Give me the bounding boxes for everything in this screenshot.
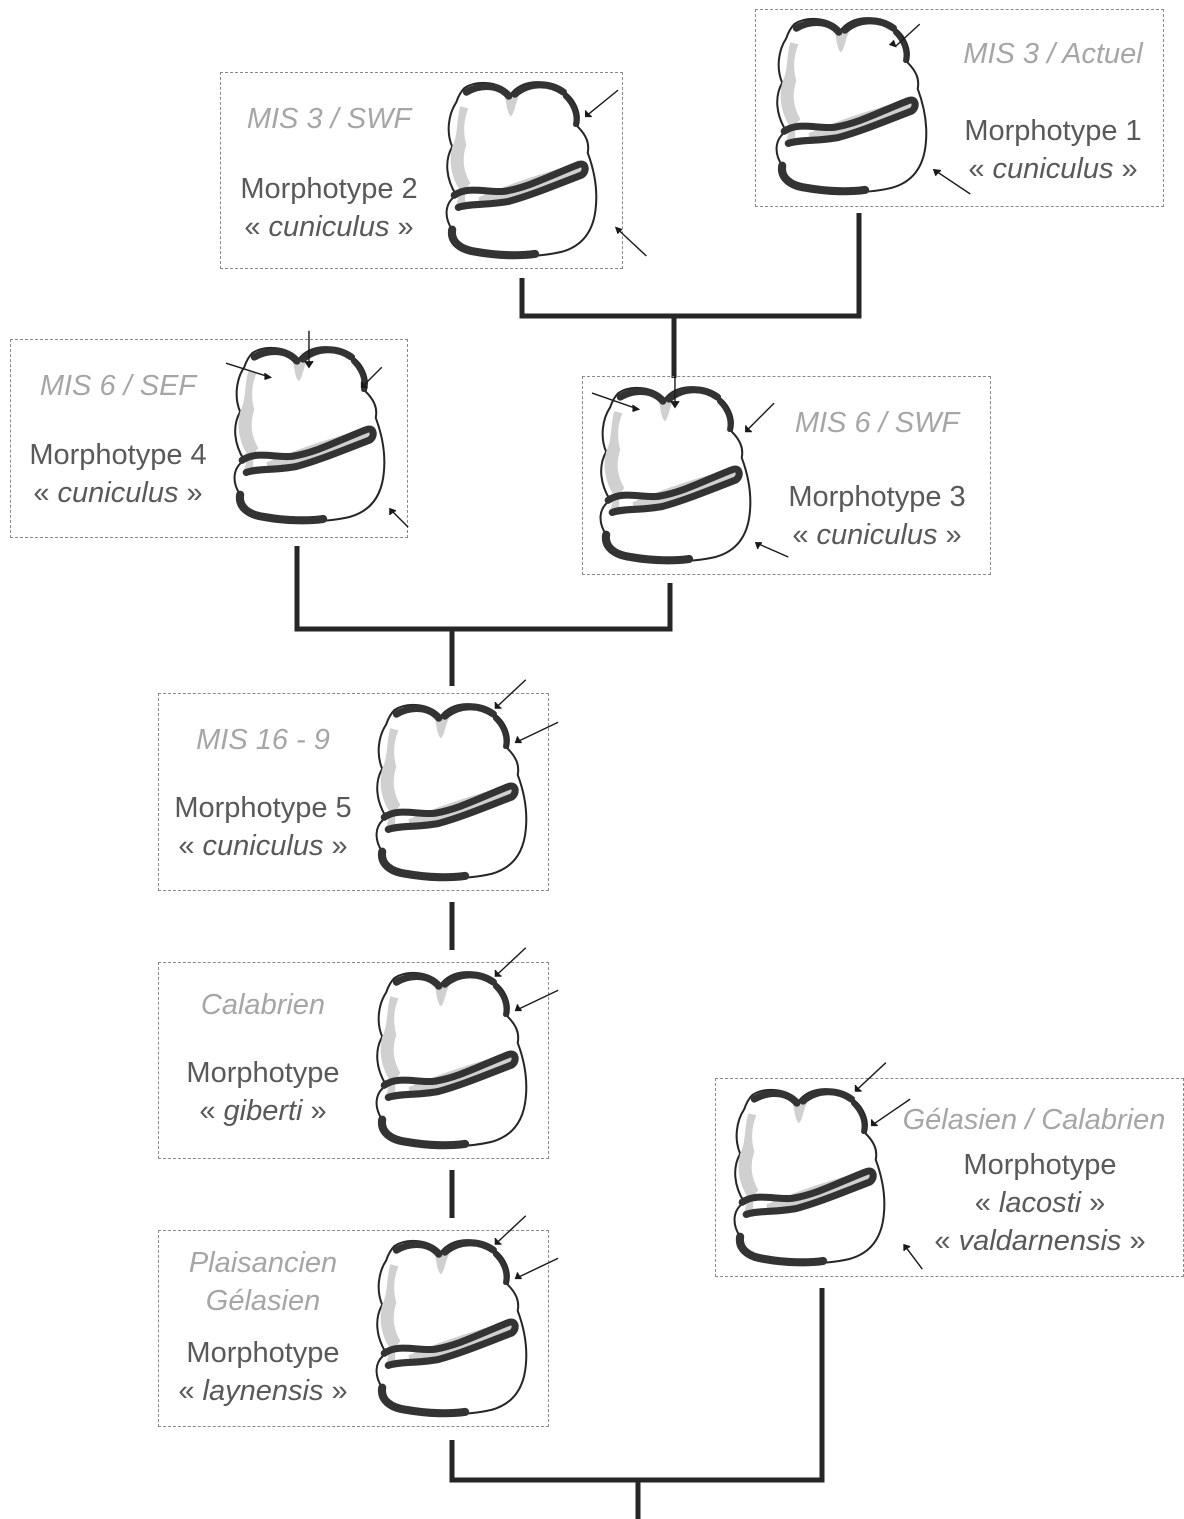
- tooth-drawing-laynensis: [375, 1215, 559, 1418]
- pointer-arrows: [591, 374, 789, 558]
- branch-m4-m3: [294, 546, 673, 632]
- period-label: MIS 3 / SWF: [246, 103, 412, 135]
- taxon-label: « laynensis »: [178, 1375, 348, 1407]
- taxon-name: cuniculus: [992, 153, 1114, 185]
- taxon-name: cuniculus: [268, 211, 390, 243]
- taxon-label: « cuniculus »: [33, 477, 203, 509]
- pointer-arrows: [584, 89, 647, 257]
- period-label: MIS 3 / Actuel: [963, 38, 1143, 70]
- enamel-bands: [377, 971, 519, 1150]
- node-morphotype-4: [10, 339, 408, 538]
- morphotype-label: Morphotype: [186, 1057, 340, 1089]
- morphotype-label: Morphotype 3: [788, 481, 966, 513]
- taxon-name: cuniculus: [202, 830, 324, 862]
- taxon-label: « cuniculus »: [792, 519, 962, 551]
- enamel-bands: [601, 386, 743, 565]
- node-morphotype-2: [220, 72, 623, 269]
- node-laynensis: [158, 1230, 549, 1427]
- morphotype-label: Morphotype: [186, 1337, 340, 1369]
- tooth-drawing-giberti: [375, 947, 559, 1150]
- period-label: Calabrien: [200, 989, 326, 1021]
- taxon-label: « cuniculus »: [244, 211, 414, 243]
- morphotype-label: Morphotype: [963, 1149, 1117, 1181]
- tooth-drawing-m1: [775, 17, 971, 196]
- tooth-drawing-m2: [445, 81, 647, 260]
- tooth-drawing-lacosti: [733, 1062, 923, 1270]
- pointer-arrows: [225, 330, 409, 528]
- morphotype-label: Morphotype 1: [964, 115, 1142, 147]
- taxon-label: « cuniculus »: [968, 153, 1138, 185]
- pointer-arrows: [494, 1215, 559, 1280]
- period-label: Gélasien: [205, 1285, 321, 1317]
- taxon-name: laynensis: [202, 1375, 324, 1407]
- period-label: MIS 6 / SEF: [39, 370, 197, 402]
- period-label: MIS 6 / SWF: [794, 407, 960, 439]
- period-label: MIS 16 - 9: [196, 724, 330, 756]
- enamel-bands: [447, 81, 589, 260]
- enamel-bands: [777, 17, 919, 196]
- enamel-bands: [377, 703, 519, 882]
- morphotype-label: Morphotype 5: [174, 792, 352, 824]
- taxon-label: « giberti »: [199, 1095, 327, 1127]
- pointer-arrows: [889, 23, 971, 195]
- node-morphotype-1: [755, 9, 1164, 207]
- taxon-name: valdarnensis: [958, 1225, 1122, 1257]
- pointer-arrows: [494, 947, 559, 1012]
- enamel-bands: [377, 1239, 519, 1418]
- taxon-name: lacosti: [998, 1187, 1082, 1219]
- morphotype-label: Morphotype 4: [29, 439, 207, 471]
- node-morphotype-5: [158, 693, 549, 891]
- morphotype-label: Morphotype 2: [240, 173, 418, 205]
- taxon-name: giberti: [223, 1095, 303, 1127]
- taxon-label: « valdarnensis »: [934, 1225, 1146, 1257]
- tooth-drawing-m4: [225, 330, 409, 528]
- enamel-bands: [235, 346, 377, 525]
- enamel-bands: [735, 1088, 877, 1267]
- branch-m2-m1: [519, 213, 862, 319]
- tooth-drawing-m5: [375, 679, 559, 882]
- tooth-drawing-m3: [591, 374, 789, 565]
- period-label: Plaisancien: [188, 1247, 338, 1279]
- taxon-name: cuniculus: [57, 477, 179, 509]
- taxon-label: « cuniculus »: [178, 830, 348, 862]
- taxon-name: cuniculus: [816, 519, 938, 551]
- taxon-label: « lacosti »: [974, 1187, 1106, 1219]
- node-morphotype-3: [582, 376, 991, 575]
- period-label: Gélasien / Calabrien: [902, 1104, 1166, 1136]
- node-giberti: [158, 962, 549, 1159]
